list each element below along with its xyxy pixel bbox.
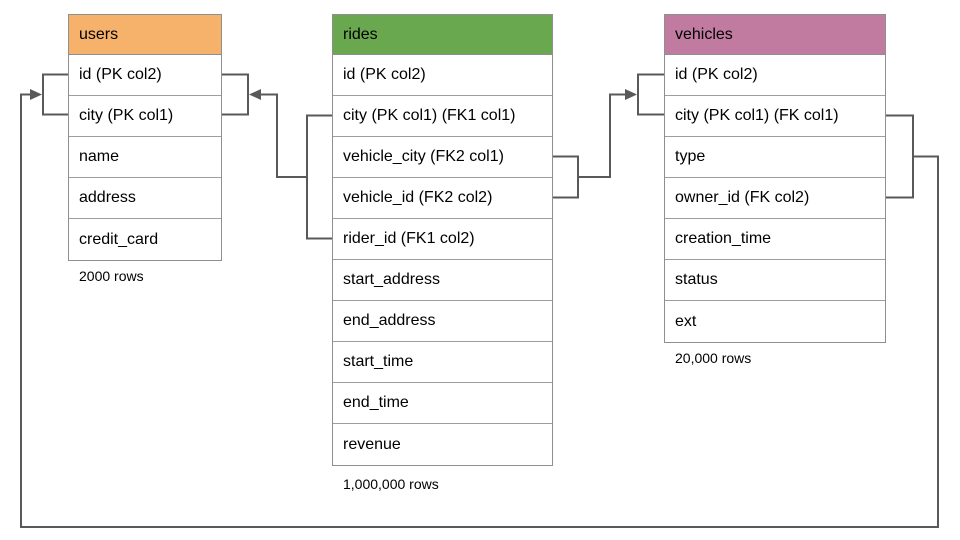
vehicles-left-bracket (637, 73, 664, 116)
table-vehicles-rows: id (PK col2)city (PK col1) (FK col1)type… (665, 55, 885, 342)
table-row: start_time (333, 342, 552, 383)
table-row: rider_id (FK1 col2) (333, 219, 552, 260)
table-row: ext (665, 301, 885, 342)
table-row: status (665, 260, 885, 301)
table-vehicles: vehicles id (PK col2)city (PK col1) (FK … (664, 14, 886, 343)
users-right-bracket (222, 73, 249, 116)
rides-right-bracket (553, 155, 579, 199)
rides-to-vehicles-arrowhead (625, 89, 637, 100)
table-rides-rows: id (PK col2)city (PK col1) (FK1 col1)veh… (333, 55, 552, 465)
table-row: city (PK col1) (FK col1) (665, 96, 885, 137)
table-users-header: users (69, 15, 221, 55)
vehicles-to-users-arrowhead (30, 89, 42, 100)
table-row: vehicle_city (FK2 col1) (333, 137, 552, 178)
vehicles-row-count: 20,000 rows (675, 350, 752, 366)
table-row: credit_card (69, 219, 221, 260)
table-row: name (69, 137, 221, 178)
table-row: city (PK col1) (FK1 col1) (333, 96, 552, 137)
table-row: owner_id (FK col2) (665, 178, 885, 219)
users-row-count: 2000 rows (79, 268, 144, 284)
table-rides-header: rides (333, 15, 552, 55)
vehicles-to-users-connector (20, 93, 939, 528)
table-vehicles-header: vehicles (665, 15, 885, 55)
table-row: id (PK col2) (333, 55, 552, 96)
table-row: vehicle_id (FK2 col2) (333, 178, 552, 219)
table-row: id (PK col2) (69, 55, 221, 96)
users-left-bracket (42, 73, 68, 116)
rides-left-bracket (306, 114, 332, 240)
table-row: end_time (333, 383, 552, 424)
table-row: id (PK col2) (665, 55, 885, 96)
table-row: type (665, 137, 885, 178)
table-row: creation_time (665, 219, 885, 260)
table-row: end_address (333, 301, 552, 342)
rides-to-vehicles-connector (578, 93, 626, 178)
table-rides: rides id (PK col2)city (PK col1) (FK1 co… (332, 14, 553, 466)
vehicles-right-bracket (886, 114, 914, 199)
table-row: revenue (333, 424, 552, 465)
table-row: city (PK col1) (69, 96, 221, 137)
table-row: start_address (333, 260, 552, 301)
rides-to-users-connector (260, 93, 307, 178)
rides-row-count: 1,000,000 rows (343, 476, 439, 492)
table-row: address (69, 178, 221, 219)
rides-to-users-arrowhead (249, 89, 261, 100)
